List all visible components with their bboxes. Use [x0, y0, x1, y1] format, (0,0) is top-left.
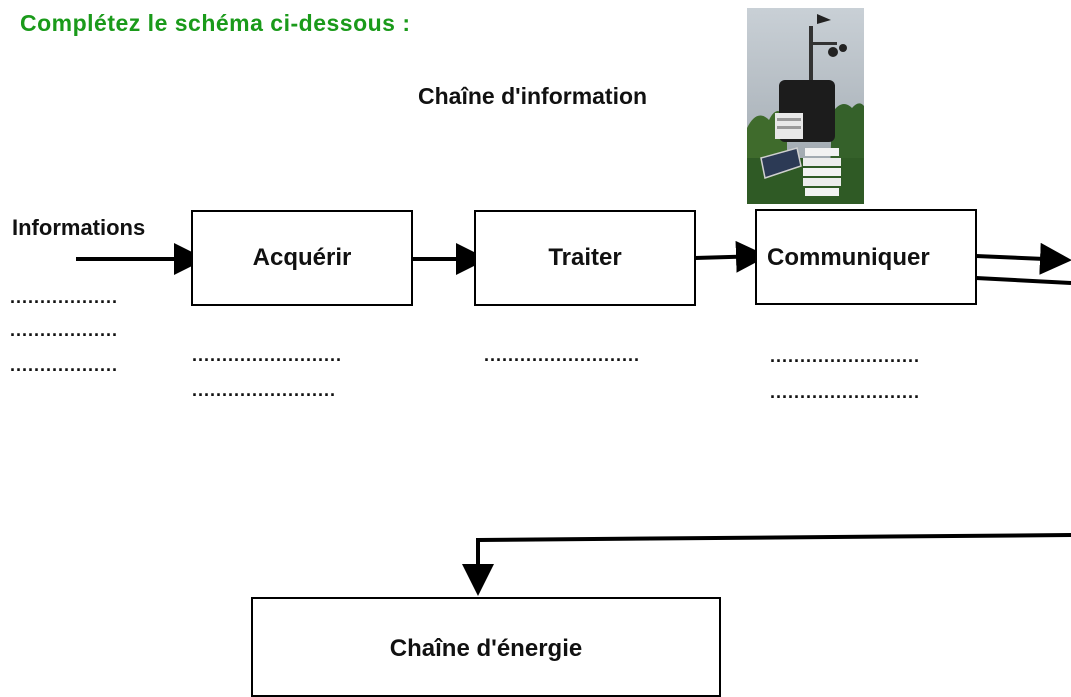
- flow-arrows: [76, 240, 1071, 596]
- input-blank-2[interactable]: ..................: [10, 320, 119, 340]
- traiter-label: Traiter: [548, 244, 622, 271]
- input-blank-3[interactable]: ..................: [10, 355, 119, 375]
- information-chain-title: Chaîne d'information: [418, 83, 648, 109]
- traiter-block: Traiter: [474, 210, 696, 306]
- energy-chain-block: Chaîne d'énergie: [251, 597, 721, 697]
- communiquer-blank-1[interactable]: .........................: [770, 346, 921, 366]
- informations-label: Informations: [12, 215, 146, 240]
- traiter-blank[interactable]: ..........................: [484, 345, 641, 365]
- acquerir-block: Acquérir: [191, 210, 413, 306]
- communiquer-label: Communiquer: [767, 244, 930, 271]
- output-arrow: [975, 242, 1071, 275]
- communiquer-block: Communiquer: [755, 209, 977, 305]
- energy-chain-label: Chaîne d'énergie: [389, 635, 583, 662]
- weather-station-photo: [747, 8, 864, 204]
- acquerir-label: Acquérir: [252, 244, 352, 271]
- input-blank-1[interactable]: ..................: [10, 287, 119, 307]
- traiter-communiquer-arrow: [694, 240, 768, 273]
- output-line-2: [975, 276, 1071, 285]
- acquerir-blank-1[interactable]: .........................: [192, 345, 343, 365]
- instruction-heading: Complétez le schéma ci-dessous :: [20, 10, 411, 36]
- communiquer-blank-2[interactable]: .........................: [770, 382, 921, 402]
- return-line: [477, 533, 1071, 542]
- acquerir-blank-2[interactable]: ........................: [192, 380, 337, 400]
